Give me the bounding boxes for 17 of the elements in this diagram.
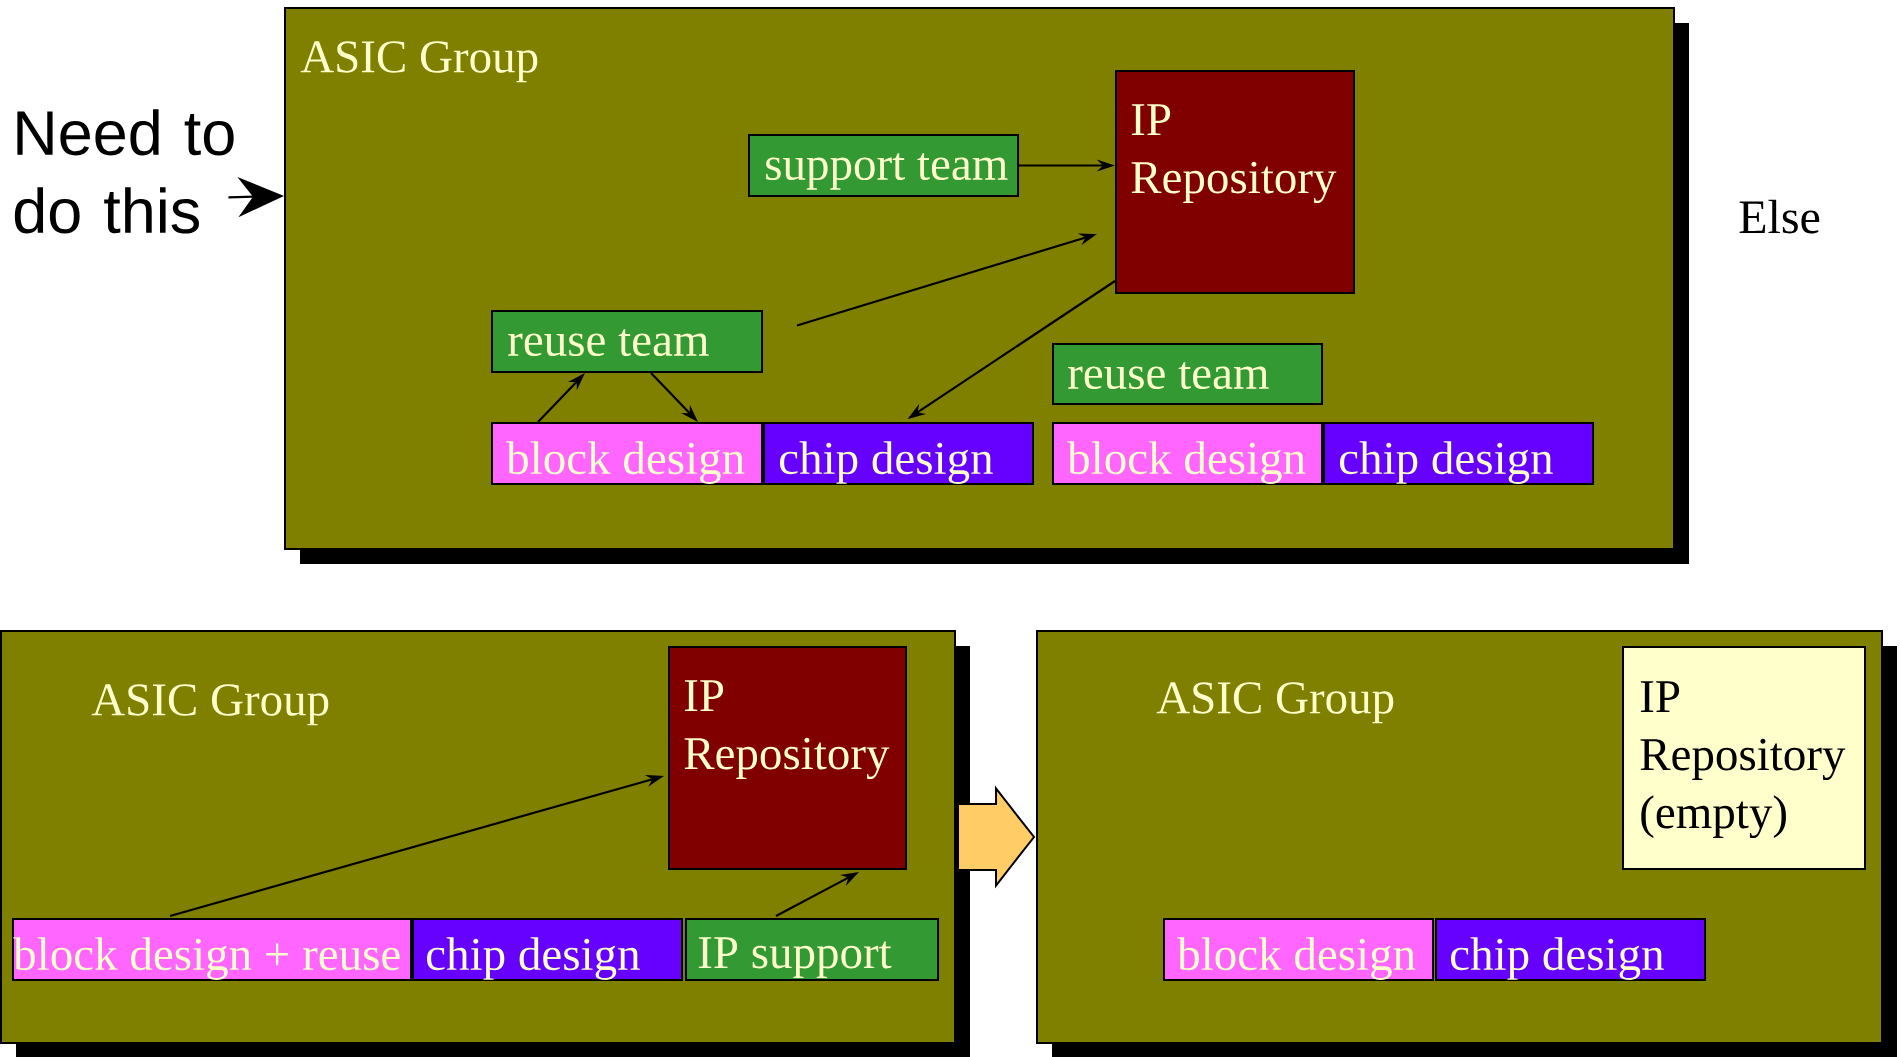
design-box: chip design [1323,422,1594,485]
design-box: chip design [763,422,1034,485]
team-box: reuse team [491,310,763,373]
team-box: support team [748,134,1019,197]
team-box: IP support [685,918,939,981]
repository-box: IP Repository [1115,70,1355,294]
design-box: block design [1163,918,1434,981]
block-arrow [957,785,1036,889]
team-box: reuse team [1052,343,1323,405]
design-box: block design [491,422,763,485]
repository-box: IP Repository [668,646,907,870]
design-box: chip design [1435,918,1706,981]
design-box: chip design [412,918,683,981]
side-label: Else [1739,199,1820,234]
design-box: block design [1052,422,1323,485]
note-text: Need to do this [14,109,234,234]
repository-box: IP Repository (empty) [1622,646,1866,870]
